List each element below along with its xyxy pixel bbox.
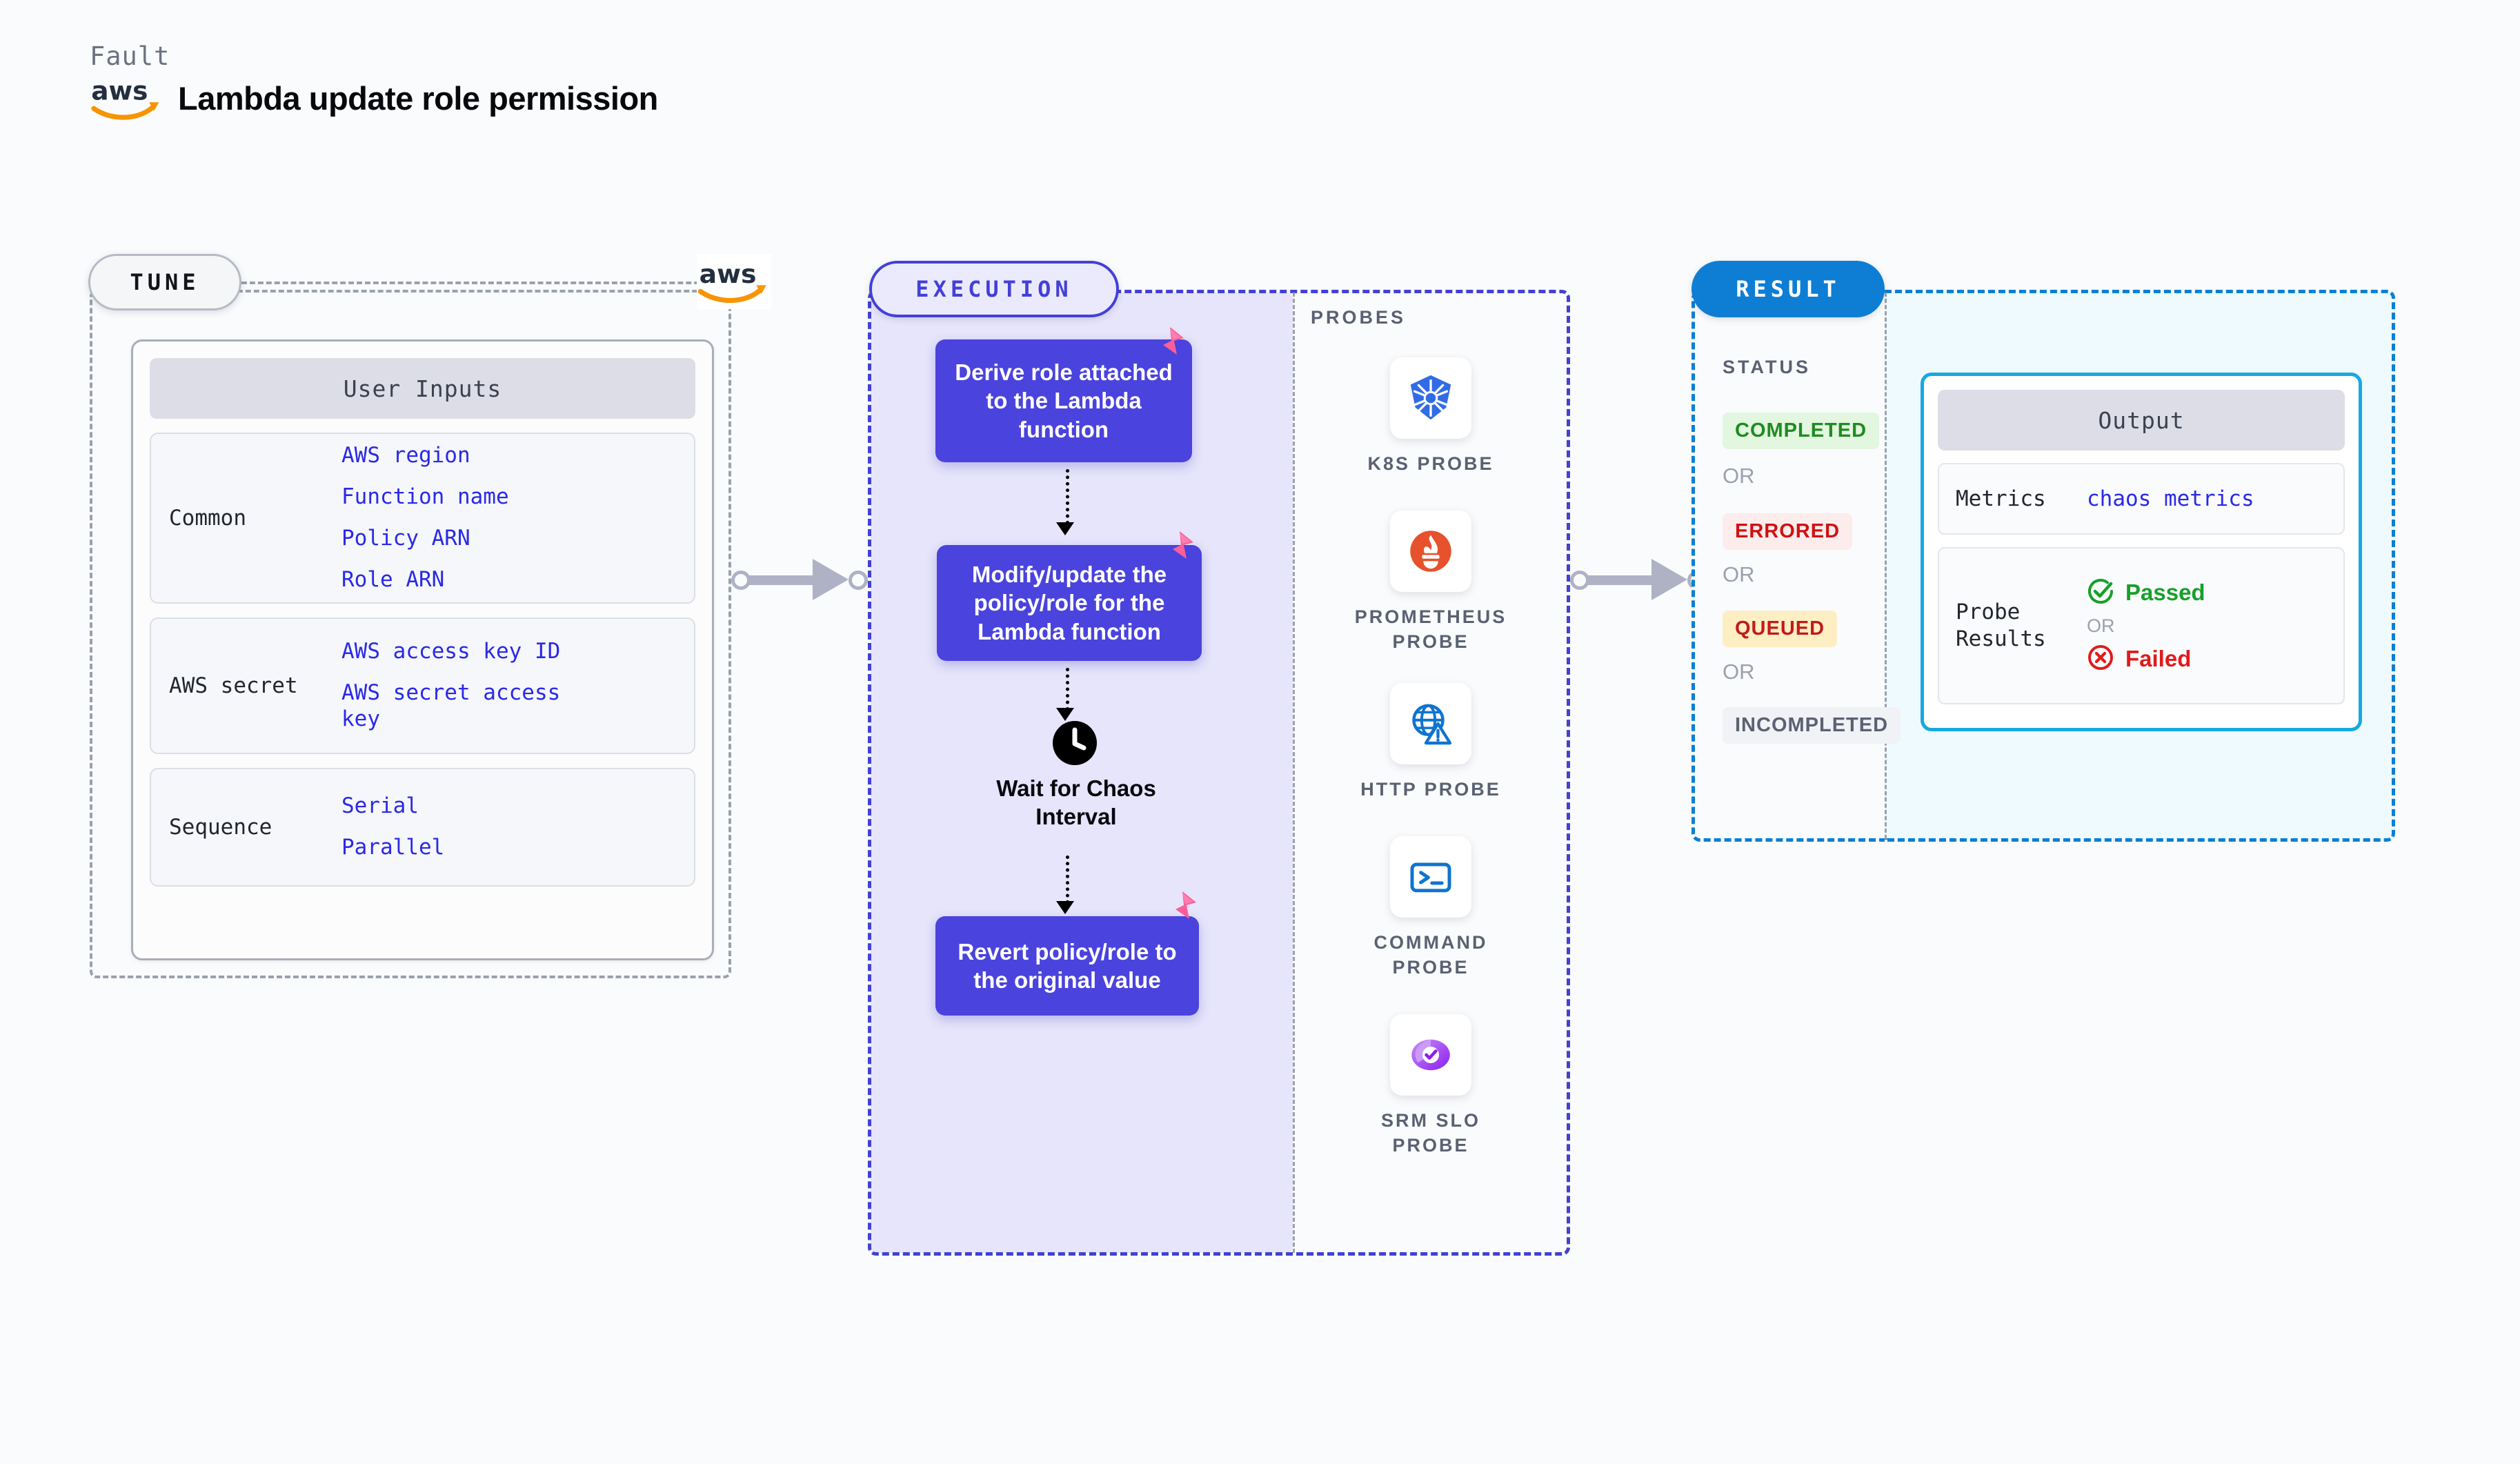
or-separator: OR [1723, 464, 1755, 488]
connector-bar [741, 575, 833, 585]
user-inputs-panel: User Inputs Common AWS region Function n… [131, 339, 714, 960]
result-status-column [1691, 290, 1885, 842]
http-globe-warning-icon [1390, 683, 1471, 764]
check-circle-icon [2087, 577, 2114, 609]
tune-dashed-connector [241, 281, 724, 284]
tune-group-key: AWS secret [169, 673, 298, 698]
output-metrics-row: Metrics chaos metrics [1938, 463, 2345, 535]
connector-arrowhead [1651, 559, 1687, 600]
litmus-badge-icon [1166, 889, 1199, 922]
probe-label: COMMAND PROBE [1373, 932, 1488, 978]
tune-value-serial[interactable]: Serial [341, 793, 419, 819]
flow-arrow-3 [1066, 855, 1069, 904]
execution-step-modify-policy[interactable]: Modify/update the policy/role for the La… [937, 545, 1202, 661]
flow-arrow-2 [1066, 668, 1069, 711]
tune-value-aws-access-key-id[interactable]: AWS access key ID [341, 639, 561, 664]
prometheus-icon [1390, 511, 1471, 592]
tune-value-role-arn[interactable]: Role ARN [341, 566, 445, 592]
flow-arrow-1 [1066, 469, 1069, 524]
fault-label: Fault [90, 41, 170, 71]
x-circle-icon [2087, 644, 2114, 675]
tune-pill-label: TUNE [88, 254, 241, 310]
connector-bar [1580, 575, 1672, 585]
connector-tune-to-execution [731, 559, 869, 600]
passed-label: Passed [2125, 580, 2205, 605]
result-pill-label: RESULT [1691, 261, 1885, 317]
flow-arrowhead-3 [1056, 901, 1074, 914]
probe-label: K8S PROBE [1367, 453, 1494, 474]
tune-value-function-name[interactable]: Function name [341, 484, 509, 510]
output-metrics-key: Metrics [1956, 486, 2046, 511]
tune-value-aws-secret-access-key[interactable]: AWS secret access key [341, 680, 561, 731]
aws-logo: aws [697, 254, 771, 309]
execution-step-derive-role[interactable]: Derive role attached to the Lambda funct… [935, 339, 1192, 462]
execution-section-border [868, 290, 1570, 1256]
probes-divider [1293, 293, 1295, 1253]
probe-srm-slo[interactable]: SRM SLO PROBE [1341, 1014, 1520, 1158]
svg-text:aws: aws [91, 76, 148, 106]
result-inner-divider [1885, 293, 1887, 839]
output-panel: Output Metrics chaos metrics Probe Resul… [1921, 373, 2362, 731]
probe-command[interactable]: COMMAND PROBE [1341, 836, 1520, 980]
probe-label: PROMETHEUS PROBE [1354, 606, 1507, 653]
terminal-icon [1390, 836, 1471, 918]
connector-end-dot [849, 571, 868, 590]
execution-pill-label: EXECUTION [869, 261, 1119, 317]
probe-http[interactable]: HTTP PROBE [1341, 683, 1520, 802]
status-label: STATUS [1723, 357, 1811, 377]
tune-group-sequence: Sequence Serial Parallel [150, 768, 695, 887]
or-separator: OR [1723, 562, 1755, 586]
output-metrics-value[interactable]: chaos metrics [2087, 486, 2254, 511]
output-probe-results-row: Probe Results Passed OR [1938, 547, 2345, 704]
execution-section [868, 290, 1570, 1256]
probe-label: SRM SLO PROBE [1380, 1110, 1480, 1156]
probes-label: PROBES [1311, 307, 1407, 328]
litmus-badge-icon [1153, 324, 1187, 357]
litmus-badge-icon [1163, 528, 1196, 562]
connector-arrowhead [813, 559, 849, 600]
tune-section-border [90, 290, 731, 978]
or-separator: OR [2087, 615, 2115, 636]
clock-icon [1052, 720, 1098, 766]
flow-arrowhead-2 [1056, 708, 1074, 721]
tune-value-aws-region[interactable]: AWS region [341, 443, 470, 468]
kubernetes-icon [1390, 357, 1471, 439]
connector-start-dot [1570, 571, 1589, 590]
status-badge-errored: ERRORED [1723, 513, 1853, 550]
tune-group-key: Common [169, 506, 246, 531]
connector-execution-to-result [1570, 559, 1708, 600]
probe-k8s[interactable]: K8S PROBE [1341, 357, 1520, 476]
status-badge-incompleted: INCOMPLETED [1723, 707, 1901, 744]
execution-step-revert-policy[interactable]: Revert policy/role to the original value [935, 916, 1199, 1016]
aws-logo: aws [90, 75, 164, 121]
tune-section [90, 290, 731, 978]
page-title: Lambda update role permission [178, 79, 658, 117]
connector-start-dot [731, 571, 751, 590]
probe-result-failed: Failed [2087, 644, 2205, 675]
or-separator: OR [1723, 660, 1755, 684]
tune-value-policy-arn[interactable]: Policy ARN [341, 526, 470, 551]
svg-text:aws: aws [700, 259, 757, 289]
tune-group-aws-secret: AWS secret AWS access key ID AWS secret … [150, 617, 695, 754]
execution-step-wait-label: Wait for Chaos Interval [996, 775, 1156, 830]
probe-label: HTTP PROBE [1360, 779, 1501, 800]
probe-result-passed: Passed [2087, 577, 2205, 609]
status-badge-completed: COMPLETED [1723, 413, 1880, 449]
failed-label: Failed [2125, 646, 2192, 671]
user-inputs-title: User Inputs [150, 358, 695, 419]
output-probe-results-key: Probe Results [1956, 600, 2046, 651]
flow-arrowhead-1 [1056, 522, 1074, 535]
srm-slo-icon [1390, 1014, 1471, 1096]
probe-prometheus[interactable]: PROMETHEUS PROBE [1341, 511, 1520, 655]
tune-value-parallel[interactable]: Parallel [341, 835, 445, 860]
page-header: Fault aws Lambda update role permission [90, 41, 658, 121]
status-badge-queued: QUEUED [1723, 611, 1838, 647]
tune-group-common: Common AWS region Function name Policy A… [150, 433, 695, 604]
output-panel-title: Output [1938, 390, 2345, 451]
tune-group-key: Sequence [169, 815, 272, 840]
